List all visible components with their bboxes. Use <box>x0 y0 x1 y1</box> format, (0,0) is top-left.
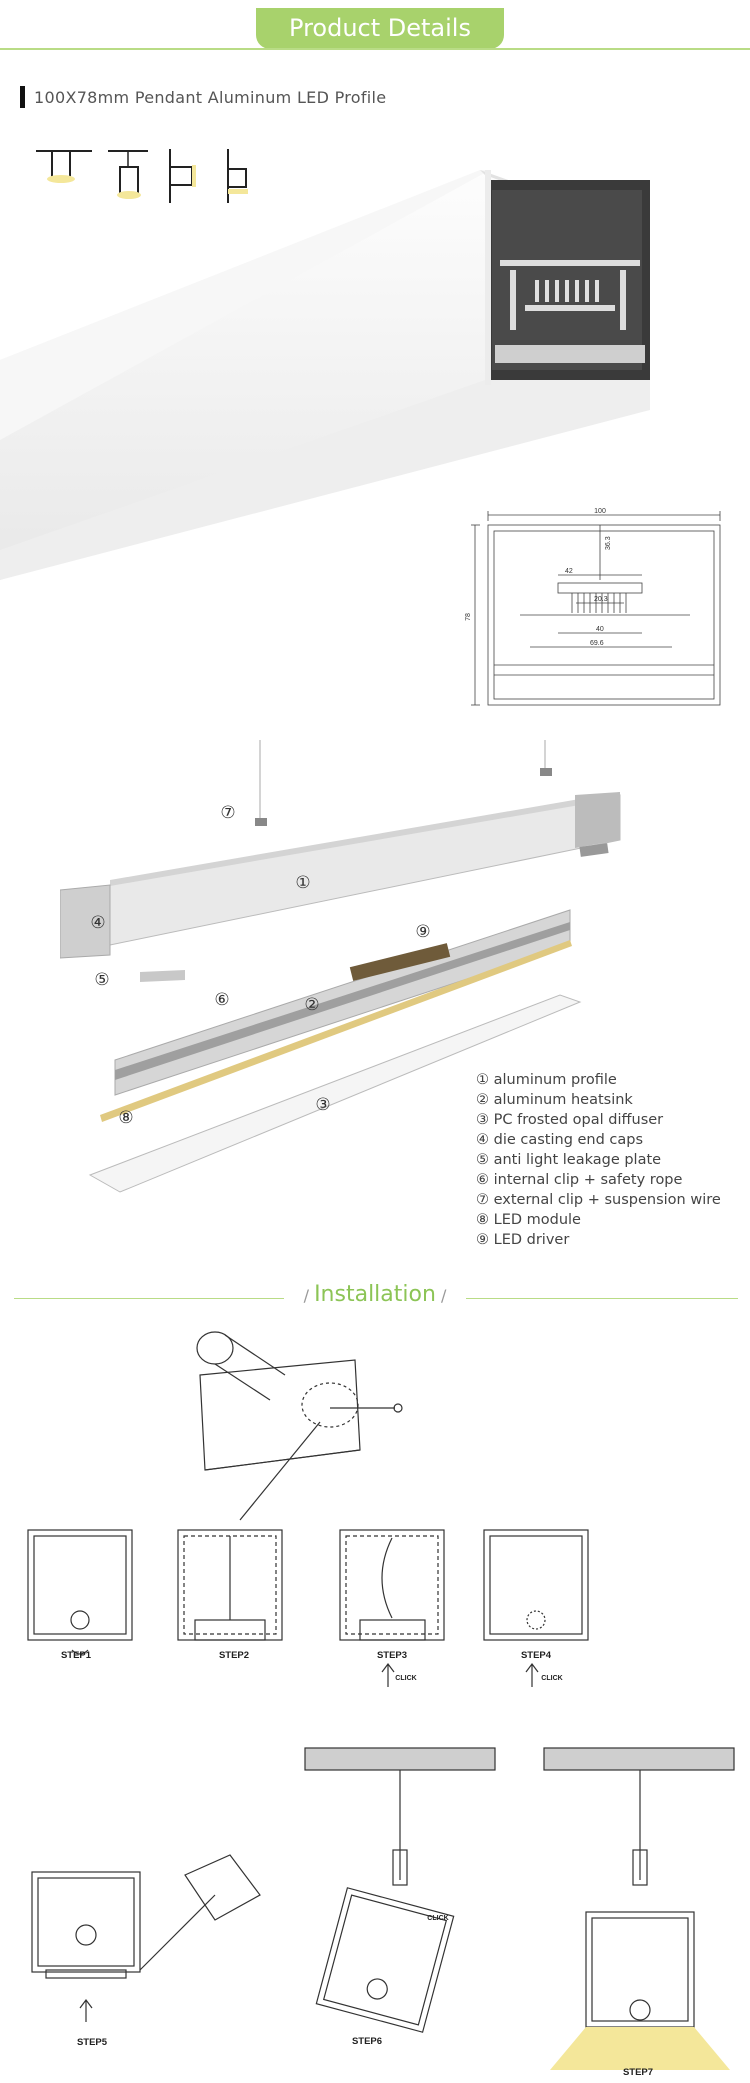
dim-width: 100 <box>594 508 606 515</box>
step3-label: STEP3 <box>377 1650 407 1661</box>
parts-legend: ① aluminum profile ② aluminum heatsink ③… <box>476 1070 721 1250</box>
callout-7: ⑦ <box>220 803 235 822</box>
callout-4: ④ <box>90 913 105 932</box>
heatsink <box>114 909 571 1096</box>
led-driver <box>349 943 451 981</box>
legend-item: ④ die casting end caps <box>476 1132 644 1148</box>
step5-frame <box>31 1854 261 2022</box>
step2-label: STEP2 <box>219 1650 249 1661</box>
callout-3: ③ <box>315 1095 330 1114</box>
click-note-step6: CLICK <box>427 1915 448 1922</box>
installation-heading: / Installation / <box>303 1282 447 1307</box>
step7-label: STEP7 <box>623 2067 653 2078</box>
light-glow <box>550 2027 730 2070</box>
step6-label: STEP6 <box>352 2036 382 2047</box>
callout-5: ⑤ <box>94 970 109 989</box>
legend-item: ⑥ internal clip + safety rope <box>476 1172 683 1188</box>
callout-1: ① <box>295 873 310 892</box>
step5-label: STEP5 <box>77 2037 108 2048</box>
legend-item: ⑤ anti light leakage plate <box>476 1152 662 1168</box>
click-note-step3: CLICK <box>395 1675 416 1682</box>
led-module <box>100 940 572 1122</box>
clip-detail <box>196 1331 403 1521</box>
dim-inner: 40 <box>596 626 604 633</box>
surface-mount-icon <box>227 149 248 203</box>
legend-item: ⑨ LED driver <box>476 1232 570 1248</box>
wall-mount-icon <box>169 149 196 203</box>
legend-item: ③ PC frosted opal diffuser <box>476 1112 664 1128</box>
diffuser <box>88 994 582 1193</box>
step6-frame <box>315 1887 455 2033</box>
recessed-mount-icon <box>36 150 92 183</box>
product-subtitle: 100X78mm Pendant Aluminum LED Profile <box>34 88 387 107</box>
dim-height: 78 <box>465 613 472 621</box>
dimension-drawing: 100 78 36.3 42 20.3 40 69.6 <box>465 508 721 706</box>
callout-8: ⑧ <box>118 1108 133 1127</box>
step4-label: STEP4 <box>521 1650 552 1661</box>
dim-fin: 20.3 <box>594 596 608 603</box>
callout-6: ⑥ <box>214 990 229 1009</box>
exploded-view: ⑦ ① ④ ⑨ ⑤ ⑥ ② ③ ⑧ <box>60 740 621 1193</box>
subtitle-marker <box>20 86 25 108</box>
callout-9: ⑨ <box>415 922 430 941</box>
end-cap <box>60 884 111 959</box>
callout-2: ② <box>304 995 319 1014</box>
installation-diagram: STEP1 STEP2 STEP3 STEP4 STEP5 STEP6 STEP… <box>27 1331 735 2078</box>
installation-rule-right <box>466 1298 738 1299</box>
installation-rule-left <box>14 1298 284 1299</box>
profile-render <box>0 170 650 580</box>
legend-item: ① aluminum profile <box>476 1072 617 1088</box>
mounting-type-icons <box>36 149 248 203</box>
step1-frame <box>27 1529 133 1655</box>
section-title-tab: Product Details <box>256 8 504 49</box>
legend-item: ⑦ external clip + suspension wire <box>476 1192 721 1208</box>
step4-frame <box>483 1529 589 1687</box>
legend-item: ② aluminum heatsink <box>476 1092 633 1108</box>
step1-label: STEP1 <box>61 1650 92 1661</box>
click-note-step4: CLICK <box>541 1675 562 1682</box>
suspension-clips <box>255 768 552 826</box>
header-divider <box>0 48 750 50</box>
dim-opening: 69.6 <box>590 640 604 647</box>
step7-frame <box>585 1911 695 2028</box>
step3-frame <box>339 1529 445 1687</box>
legend-item: ⑧ LED module <box>476 1212 581 1228</box>
pendant-mount-icon <box>108 150 148 199</box>
dim-depth: 36.3 <box>605 536 612 550</box>
anti-leak-plate <box>140 970 185 982</box>
dim-channel: 42 <box>565 568 573 575</box>
step2-frame <box>177 1529 283 1641</box>
profile-cross-section <box>485 180 650 380</box>
